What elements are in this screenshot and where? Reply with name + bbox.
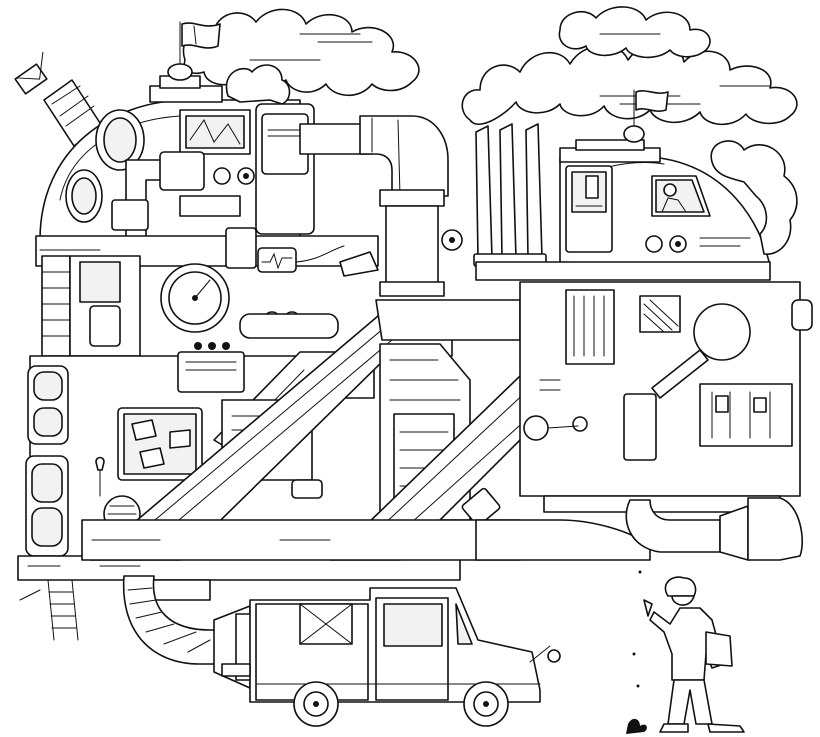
smokestack-icon xyxy=(475,125,493,259)
flag-icon xyxy=(635,90,669,112)
envelope-icon xyxy=(169,429,191,449)
smoke-cloud-left xyxy=(182,8,420,97)
envelope-icon xyxy=(131,419,157,441)
right-machine xyxy=(475,89,813,561)
smokestack-icon xyxy=(525,123,543,259)
smokestack-icon xyxy=(499,123,517,259)
envelope-icon xyxy=(139,447,165,469)
mail-carrier-icon xyxy=(643,576,745,733)
flag-icon xyxy=(181,22,221,49)
left-dome-building xyxy=(14,21,463,297)
central-chute xyxy=(81,299,601,561)
ink-splatter xyxy=(626,718,647,734)
delivery-van-icon xyxy=(221,587,561,727)
smokestacks xyxy=(473,123,547,267)
smoke-cloud-right xyxy=(461,42,798,126)
smoke-cloud-top-right xyxy=(558,6,711,59)
